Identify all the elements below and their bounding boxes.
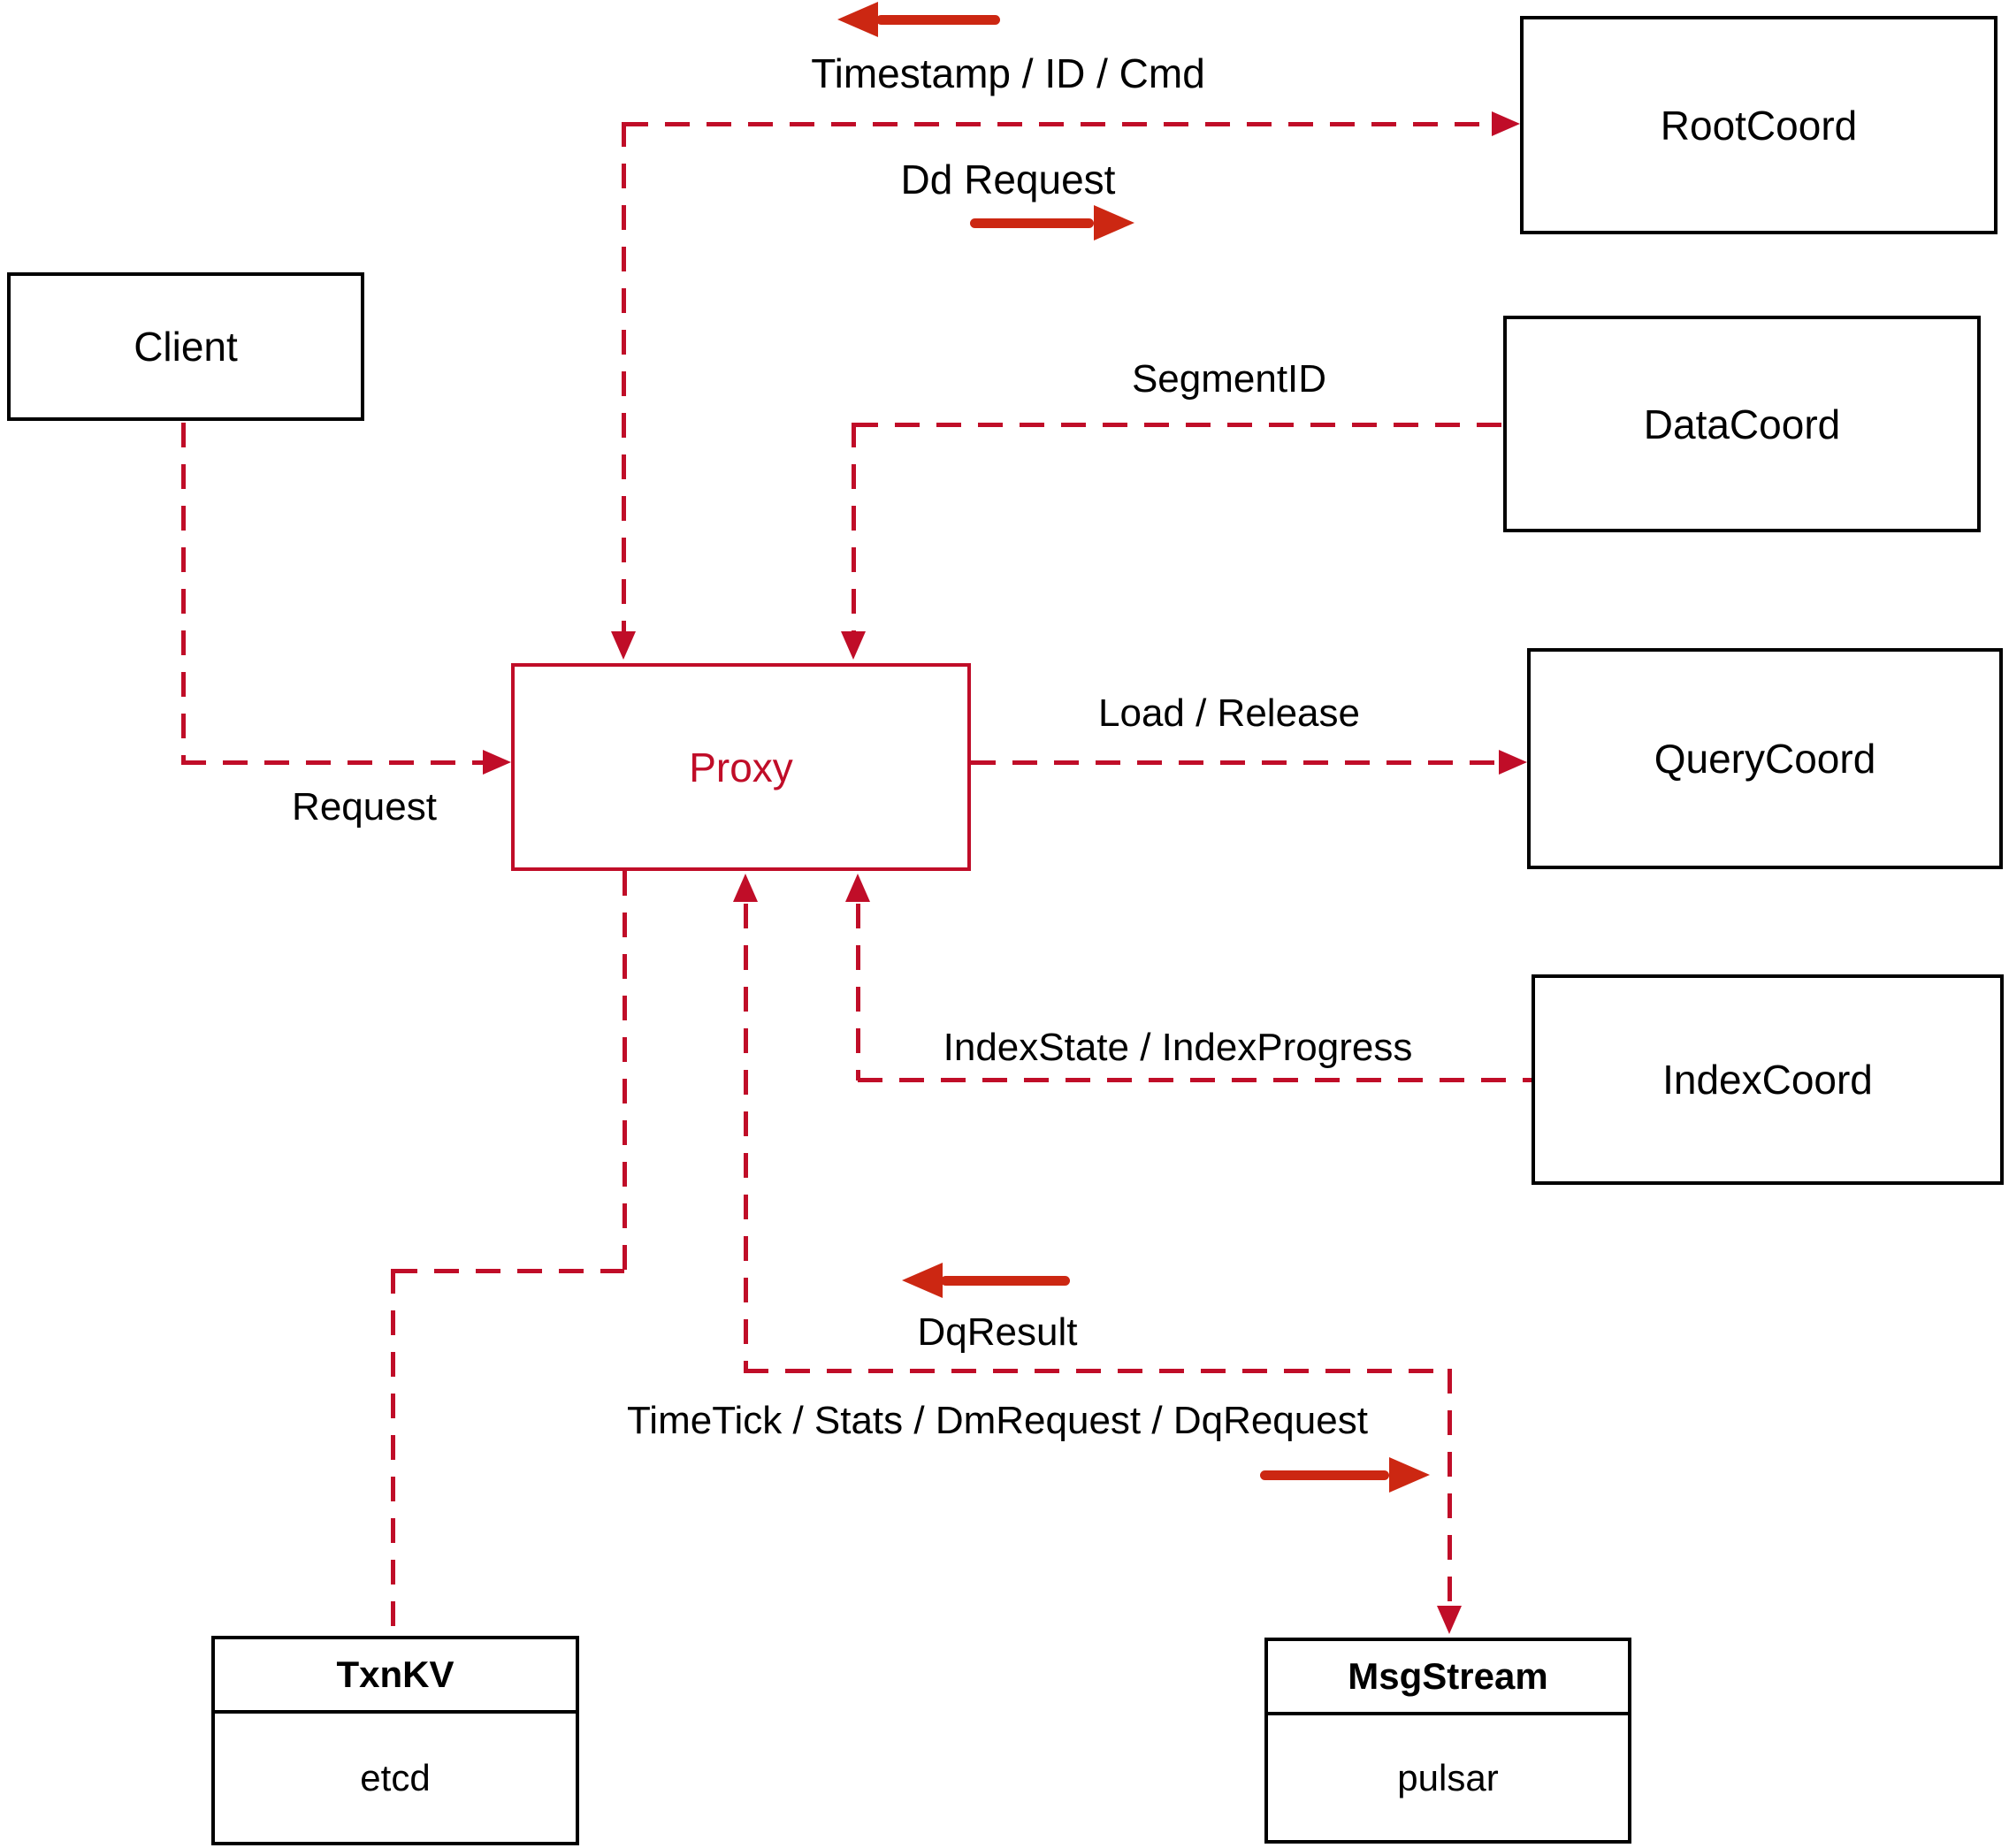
edge-indexcoord-proxy-horizontal — [858, 1078, 1532, 1082]
edge-client-proxy-horizontal — [181, 760, 485, 765]
node-proxy: Proxy — [511, 663, 971, 871]
node-proxy-label: Proxy — [689, 744, 793, 790]
node-client-label: Client — [134, 324, 238, 370]
edge-proxy-txnkv-horizontal — [393, 1269, 624, 1273]
arrowhead-into-msgstream-icon — [1437, 1606, 1462, 1634]
node-datacoord-label: DataCoord — [1643, 401, 1841, 447]
edge-datacoord-proxy-horizontal — [853, 423, 1503, 427]
edge-proxy-querycoord-horizontal — [971, 760, 1499, 765]
node-rootcoord: RootCoord — [1520, 16, 1998, 234]
edge-label-timestamp-id-cmd: Timestamp / ID / Cmd — [811, 50, 1205, 96]
edge-label-segmentid: SegmentID — [1131, 357, 1327, 401]
edge-proxy-rootcoord-horizontal — [623, 122, 1492, 126]
arrow-right-timetick-icon — [1389, 1457, 1430, 1493]
arrow-left-shaft — [876, 15, 1000, 25]
node-rootcoord-label: RootCoord — [1660, 102, 1858, 149]
arrowhead-into-proxy-top2-icon — [841, 631, 866, 660]
arrow-right-icon — [1094, 205, 1134, 241]
arrowhead-into-proxy-bottom1-icon — [845, 874, 870, 902]
arrowhead-into-proxy-top1-icon — [611, 631, 636, 660]
edge-label-timetick: TimeTick / Stats / DmRequest / DqRequest — [627, 1399, 1368, 1442]
edge-datacoord-proxy-vertical — [852, 423, 856, 631]
node-indexcoord-label: IndexCoord — [1662, 1057, 1873, 1103]
edge-proxy-msgstream-vertical2 — [1448, 1369, 1452, 1606]
edge-label-dqresult: DqResult — [917, 1310, 1078, 1354]
arrowhead-into-rootcoord-icon — [1492, 111, 1520, 136]
arrow-left-icon — [837, 2, 878, 37]
arrow-right-timetick-shaft — [1260, 1470, 1389, 1480]
edge-proxy-msgstream-horizontal — [744, 1369, 1452, 1373]
edge-label-load-release: Load / Release — [1098, 691, 1360, 735]
node-txnkv-title: TxnKV — [215, 1639, 576, 1714]
edge-proxy-txnkv-vertical1 — [623, 871, 627, 1271]
node-datacoord: DataCoord — [1503, 316, 1981, 532]
node-txnkv-subtitle: etcd — [360, 1756, 431, 1798]
node-querycoord-label: QueryCoord — [1654, 736, 1876, 782]
arrow-right-shaft — [970, 218, 1094, 228]
arrow-left-dqresult-icon — [902, 1263, 943, 1298]
edge-client-proxy-vertical — [181, 423, 186, 762]
arrowhead-into-proxy-left-icon — [483, 750, 511, 775]
edge-label-dd-request: Dd Request — [900, 157, 1116, 202]
edge-proxy-rootcoord-vertical — [622, 122, 626, 632]
node-indexcoord: IndexCoord — [1532, 974, 2004, 1185]
arrowhead-into-querycoord-icon — [1499, 750, 1527, 775]
edge-label-indexstate: IndexState / IndexProgress — [943, 1026, 1413, 1069]
arrow-left-dqresult-shaft — [941, 1276, 1070, 1286]
node-msgstream-title: MsgStream — [1268, 1641, 1628, 1715]
edge-proxy-msgstream-vertical1 — [744, 904, 748, 1372]
edge-proxy-txnkv-vertical2 — [391, 1269, 395, 1636]
node-msgstream: MsgStream pulsar — [1264, 1638, 1631, 1844]
node-client: Client — [7, 272, 364, 421]
edge-indexcoord-proxy-vertical — [856, 904, 860, 1081]
node-querycoord: QueryCoord — [1527, 648, 2003, 869]
node-msgstream-subtitle: pulsar — [1397, 1756, 1499, 1798]
edge-label-request: Request — [292, 785, 437, 829]
node-txnkv: TxnKV etcd — [211, 1636, 579, 1845]
arrowhead-into-proxy-bottom2-icon — [733, 874, 758, 902]
